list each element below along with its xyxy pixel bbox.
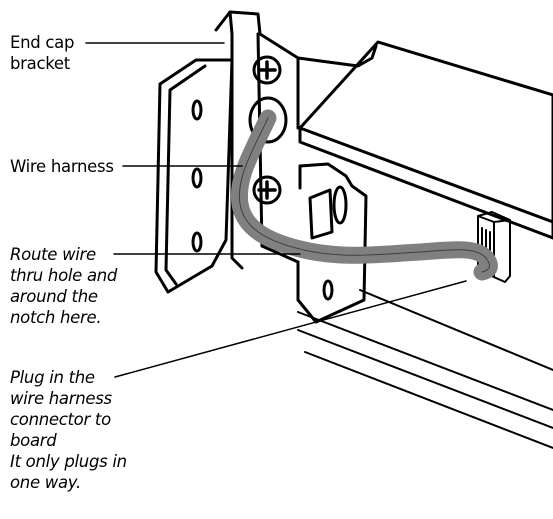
callout-line: bracket xyxy=(10,54,70,73)
wire-harness-outline xyxy=(238,117,490,273)
callout-line: connector to xyxy=(10,410,111,429)
callout-line: Wire harness xyxy=(10,157,114,176)
chassis-rail xyxy=(297,289,553,449)
bracket-plate xyxy=(214,10,378,270)
callout-line: notch here. xyxy=(10,308,102,327)
circuit-board xyxy=(298,40,553,240)
callout-line: It only plugs in xyxy=(10,452,127,471)
callout-line: around the xyxy=(10,287,98,306)
callout-line: board xyxy=(10,431,57,450)
callout-end-cap-bracket: End cap bracket xyxy=(10,32,74,74)
bracket-flange xyxy=(154,58,234,294)
bracket-tab xyxy=(296,162,368,324)
callout-line: thru hole and xyxy=(10,266,118,285)
callout-line: End cap xyxy=(10,33,75,52)
callout-line: wire harness xyxy=(10,389,112,408)
callout-line: Route wire xyxy=(10,245,96,264)
callout-wire-harness: Wire harness xyxy=(10,156,114,177)
callout-line: one way. xyxy=(10,473,81,492)
leader-lines xyxy=(85,42,467,378)
callout-plug-in: Plug in the wire harness connector to bo… xyxy=(10,367,127,493)
callout-route-wire: Route wire thru hole and around the notc… xyxy=(10,244,117,328)
callout-line: Plug in the xyxy=(10,368,95,387)
leader-plug-in xyxy=(114,280,467,378)
